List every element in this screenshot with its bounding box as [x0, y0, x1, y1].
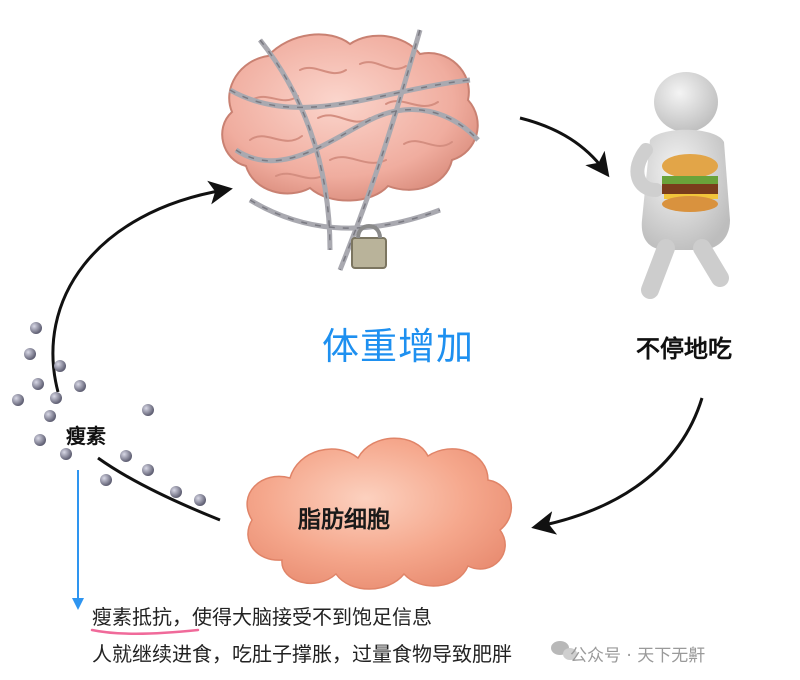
label-fat-cells: 脂肪细胞 [298, 507, 390, 533]
highlight-underline [90, 628, 200, 636]
arrow-eating-to-fat [531, 397, 704, 535]
label-leptin: 瘦素 [66, 424, 106, 448]
fat-cell-cloud-icon [246, 437, 512, 590]
center-label-weight-gain: 体重增加 [322, 325, 474, 368]
note-line-1: 瘦素抵抗，使得大脑接受不到饱足信息 [92, 601, 432, 630]
arrow-brain-to-eating [519, 116, 610, 178]
label-keep-eating: 不停地吃 [636, 335, 732, 363]
wechat-icon [551, 641, 577, 660]
brain-with-chains-icon [221, 29, 480, 271]
person-eating-burger-icon [630, 72, 730, 299]
note-line-2: 人就继续进食，吃肚子撑胀，过量食物导致肥胖 [92, 642, 512, 666]
leptin-molecule-icon [12, 322, 206, 506]
watermark: 公众号 · 天下无鼾 [570, 646, 706, 666]
arrow-fat-to-leptin [97, 456, 221, 522]
note-line-1-rest: ，使得大脑接受不到饱足信息 [172, 605, 432, 629]
arrow-leptin-to-brain [51, 180, 233, 393]
note-highlight: 瘦素抵抗 [92, 605, 172, 629]
